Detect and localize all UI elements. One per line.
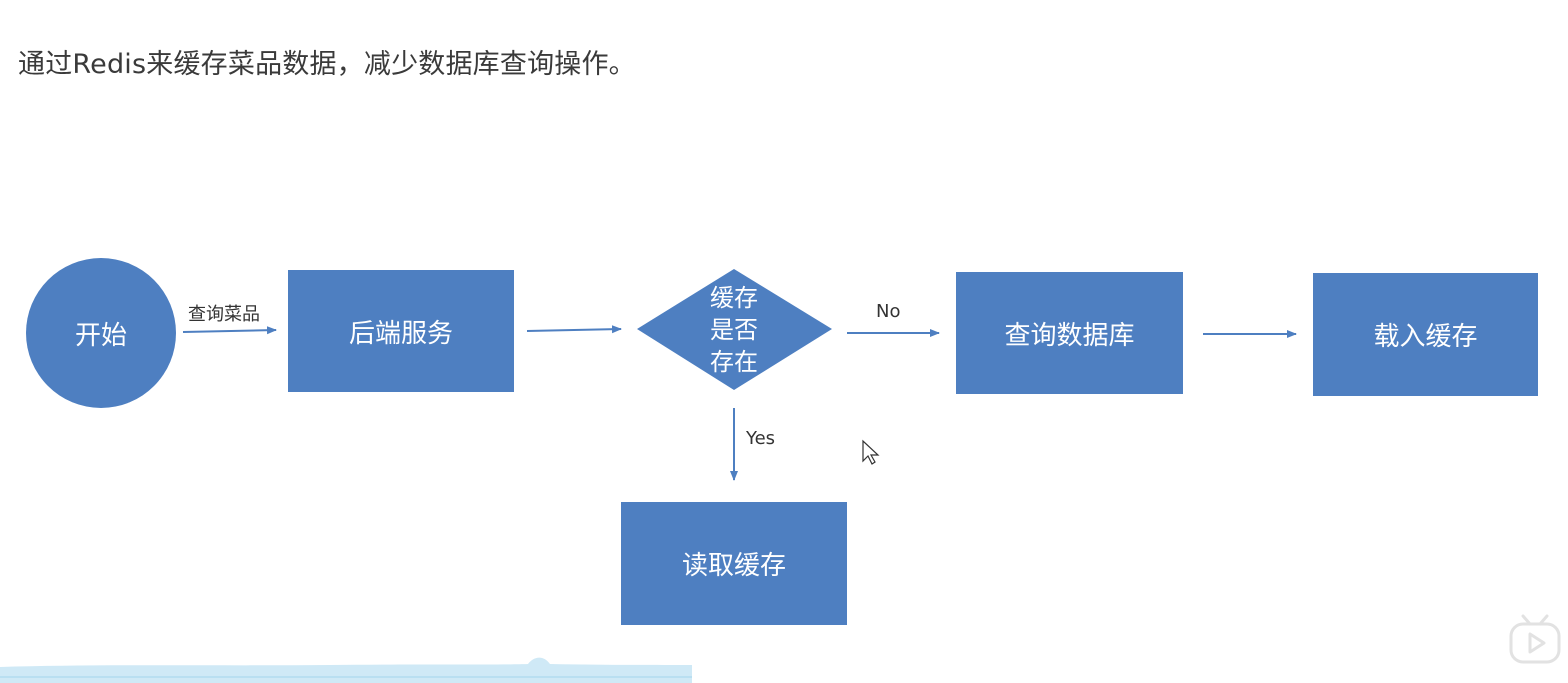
yes-label: Yes xyxy=(746,428,776,449)
mouse-cursor-icon xyxy=(862,439,880,465)
no-label: No xyxy=(876,301,901,322)
page-title: 通过Redis来缓存菜品数据，减少数据库查询操作。 xyxy=(18,49,636,80)
read-cache-label: 读取缓存 xyxy=(681,551,786,581)
arrow-start-to-backend xyxy=(182,326,277,335)
load-cache-node: 载入缓存 xyxy=(1313,273,1538,396)
backend-service-node: 后端服务 xyxy=(288,270,514,392)
audio-waveform xyxy=(0,657,692,683)
backend-service-label: 后端服务 xyxy=(348,318,453,349)
read-cache-node: 读取缓存 xyxy=(621,502,847,625)
load-cache-label: 载入缓存 xyxy=(1373,322,1478,352)
arrow-backend-to-decision xyxy=(526,325,622,334)
query-database-node: 查询数据库 xyxy=(956,272,1183,394)
video-play-icon[interactable] xyxy=(1508,614,1562,666)
query-database-label: 查询数据库 xyxy=(1004,320,1135,351)
start-node: 开始 xyxy=(26,258,176,408)
start-node-label: 开始 xyxy=(74,320,127,351)
query-dish-label: 查询菜品 xyxy=(188,304,260,325)
decision-diamond xyxy=(637,269,832,390)
decision-label: 缓存 是否 存在 xyxy=(710,284,758,376)
